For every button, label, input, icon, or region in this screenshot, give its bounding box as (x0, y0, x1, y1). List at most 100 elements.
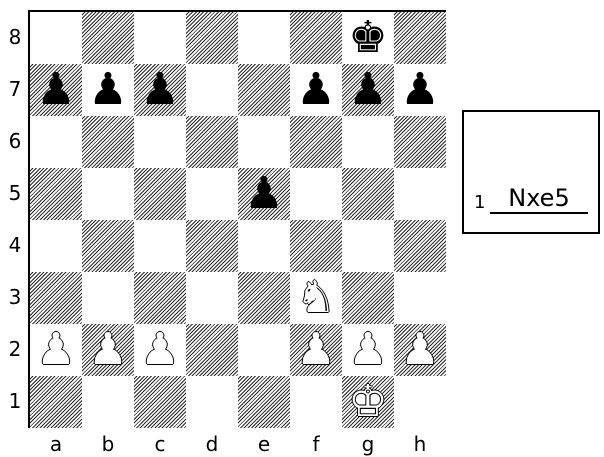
square-b4[interactable] (82, 220, 134, 272)
white-pawn-icon[interactable]: ♟ (30, 324, 82, 376)
white-pawn-icon[interactable]: ♟ (394, 324, 446, 376)
black-pawn-icon[interactable]: ♟ (342, 64, 394, 116)
white-knight-icon[interactable]: ♞ (290, 272, 342, 324)
square-c5[interactable] (134, 168, 186, 220)
square-f2[interactable]: ♟ (290, 324, 342, 376)
square-b3[interactable] (82, 272, 134, 324)
square-g7[interactable]: ♟ (342, 64, 394, 116)
square-e8[interactable] (238, 12, 290, 64)
square-c2[interactable]: ♟ (134, 324, 186, 376)
piece-glyph: ♟ (36, 328, 75, 372)
square-g3[interactable] (342, 272, 394, 324)
square-g4[interactable] (342, 220, 394, 272)
square-h3[interactable] (394, 272, 446, 324)
square-b2[interactable]: ♟ (82, 324, 134, 376)
square-c4[interactable] (134, 220, 186, 272)
square-h7[interactable]: ♟ (394, 64, 446, 116)
square-f8[interactable] (290, 12, 342, 64)
piece-glyph: ♟ (348, 328, 387, 372)
square-c3[interactable] (134, 272, 186, 324)
square-d7[interactable] (186, 64, 238, 116)
piece-glyph: ♟ (140, 328, 179, 372)
square-g1[interactable]: ♚ (342, 376, 394, 428)
file-label: c (134, 432, 186, 456)
square-f4[interactable] (290, 220, 342, 272)
square-g8[interactable]: ♚ (342, 12, 394, 64)
square-h4[interactable] (394, 220, 446, 272)
square-e3[interactable] (238, 272, 290, 324)
square-e1[interactable] (238, 376, 290, 428)
square-d1[interactable] (186, 376, 238, 428)
square-e5[interactable]: ♟ (238, 168, 290, 220)
square-a8[interactable] (30, 12, 82, 64)
square-b8[interactable] (82, 12, 134, 64)
square-f5[interactable] (290, 168, 342, 220)
square-b6[interactable] (82, 116, 134, 168)
piece-glyph: ♟ (400, 328, 439, 372)
square-a3[interactable] (30, 272, 82, 324)
square-h5[interactable] (394, 168, 446, 220)
square-d4[interactable] (186, 220, 238, 272)
square-b7[interactable]: ♟ (82, 64, 134, 116)
square-f6[interactable] (290, 116, 342, 168)
square-d8[interactable] (186, 12, 238, 64)
square-f7[interactable]: ♟ (290, 64, 342, 116)
square-h8[interactable] (394, 12, 446, 64)
file-label: h (394, 432, 446, 456)
square-f3[interactable]: ♞ (290, 272, 342, 324)
square-f1[interactable] (290, 376, 342, 428)
black-pawn-icon[interactable]: ♟ (238, 168, 290, 220)
square-e2[interactable] (238, 324, 290, 376)
black-pawn-icon[interactable]: ♟ (394, 64, 446, 116)
white-king-icon[interactable]: ♚ (342, 376, 394, 428)
square-e6[interactable] (238, 116, 290, 168)
square-h1[interactable] (394, 376, 446, 428)
white-pawn-icon[interactable]: ♟ (82, 324, 134, 376)
file-label: b (82, 432, 134, 456)
square-c1[interactable] (134, 376, 186, 428)
square-a1[interactable] (30, 376, 82, 428)
square-a2[interactable]: ♟ (30, 324, 82, 376)
square-c7[interactable]: ♟ (134, 64, 186, 116)
square-g6[interactable] (342, 116, 394, 168)
square-c8[interactable] (134, 12, 186, 64)
square-d3[interactable] (186, 272, 238, 324)
rank-label: 2 (4, 337, 26, 361)
black-pawn-icon[interactable]: ♟ (30, 64, 82, 116)
file-label: a (30, 432, 82, 456)
square-d2[interactable] (186, 324, 238, 376)
square-b1[interactable] (82, 376, 134, 428)
chess-board: ♚♟♟♟♟♟♟♟♞♟♟♟♟♟♟♚ (28, 10, 446, 428)
piece-glyph: ♟ (296, 68, 335, 112)
black-pawn-icon[interactable]: ♟ (82, 64, 134, 116)
piece-glyph: ♚ (348, 16, 387, 60)
white-pawn-icon[interactable]: ♟ (290, 324, 342, 376)
piece-glyph: ♟ (140, 68, 179, 112)
square-d6[interactable] (186, 116, 238, 168)
square-h6[interactable] (394, 116, 446, 168)
move-notation[interactable]: Nxe5 (490, 184, 588, 214)
piece-glyph: ♟ (88, 328, 127, 372)
square-a7[interactable]: ♟ (30, 64, 82, 116)
black-pawn-icon[interactable]: ♟ (134, 64, 186, 116)
black-king-icon[interactable]: ♚ (342, 12, 394, 64)
square-e4[interactable] (238, 220, 290, 272)
square-d5[interactable] (186, 168, 238, 220)
square-c6[interactable] (134, 116, 186, 168)
square-a4[interactable] (30, 220, 82, 272)
white-pawn-icon[interactable]: ♟ (134, 324, 186, 376)
move-number: 1 (474, 192, 485, 213)
piece-glyph: ♟ (36, 68, 75, 112)
square-g2[interactable]: ♟ (342, 324, 394, 376)
square-g5[interactable] (342, 168, 394, 220)
square-e7[interactable] (238, 64, 290, 116)
square-a6[interactable] (30, 116, 82, 168)
black-pawn-icon[interactable]: ♟ (290, 64, 342, 116)
square-a5[interactable] (30, 168, 82, 220)
square-h2[interactable]: ♟ (394, 324, 446, 376)
rank-label: 4 (4, 233, 26, 257)
piece-glyph: ♟ (244, 172, 283, 216)
square-b5[interactable] (82, 168, 134, 220)
white-pawn-icon[interactable]: ♟ (342, 324, 394, 376)
rank-label: 8 (4, 25, 26, 49)
